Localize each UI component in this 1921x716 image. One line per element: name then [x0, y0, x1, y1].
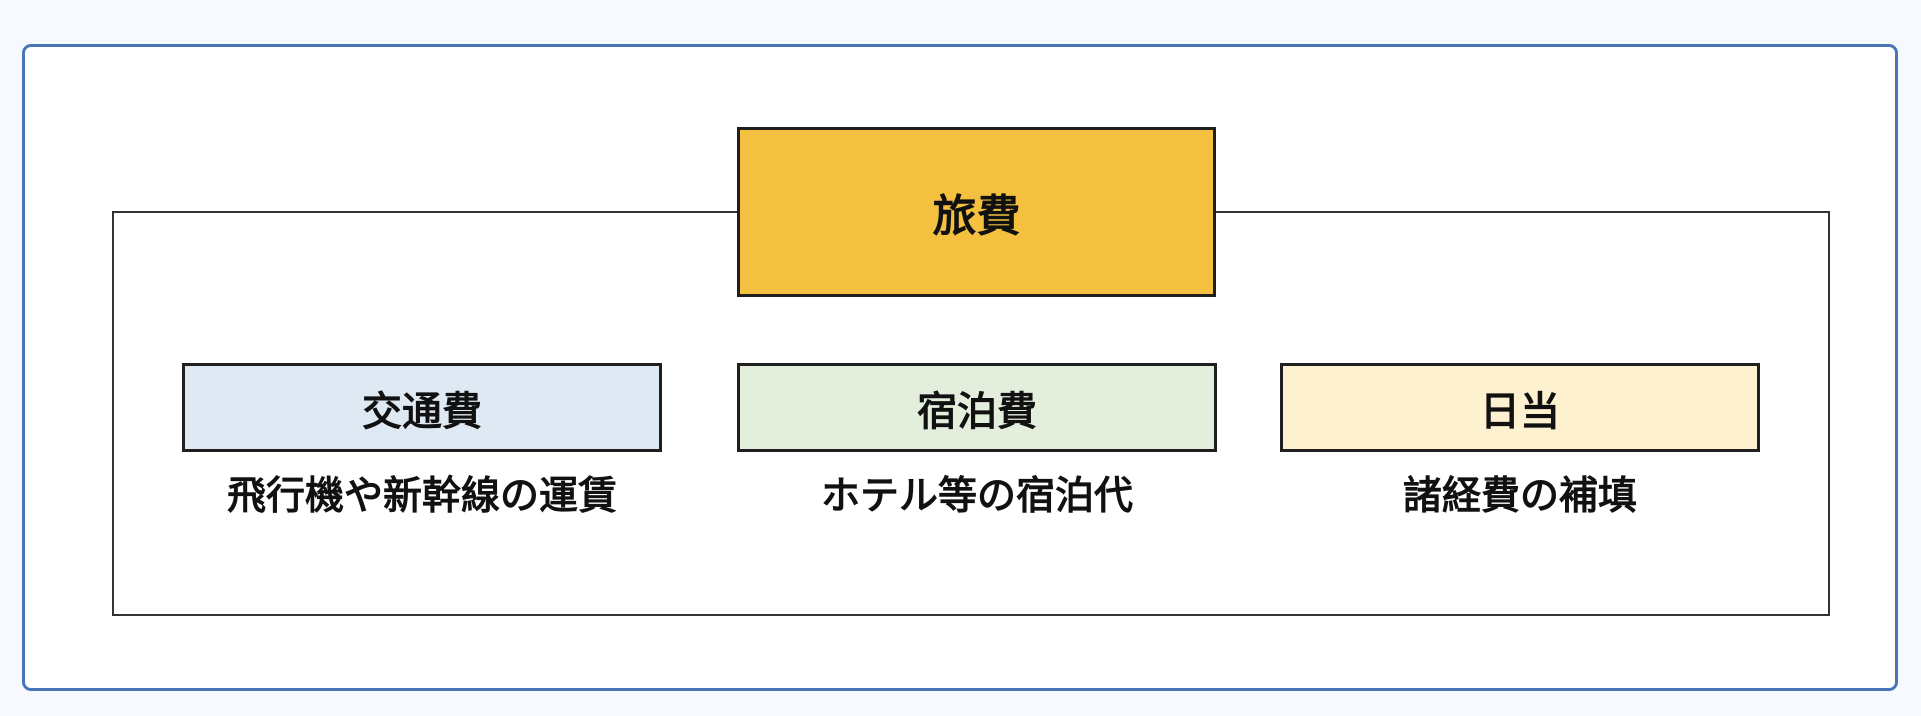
main-category-box: 旅費: [737, 127, 1216, 297]
sub-category-caption: 諸経費の補填: [1402, 474, 1637, 519]
sub-category-label: 日当: [1480, 388, 1560, 435]
sub-category-box-lodging: 宿泊費: [737, 363, 1217, 452]
sub-category-caption: ホテル等の宿泊代: [820, 474, 1133, 519]
sub-category-box-transportation: 交通費: [182, 363, 662, 452]
sub-category-label: 交通費: [362, 388, 482, 435]
sub-category-caption: 飛行機や新幹線の運賃: [226, 474, 617, 519]
sub-category-label: 宿泊費: [917, 388, 1037, 435]
sub-category-box-daily-allowance: 日当: [1280, 363, 1760, 452]
main-category-label: 旅費: [932, 191, 1021, 242]
